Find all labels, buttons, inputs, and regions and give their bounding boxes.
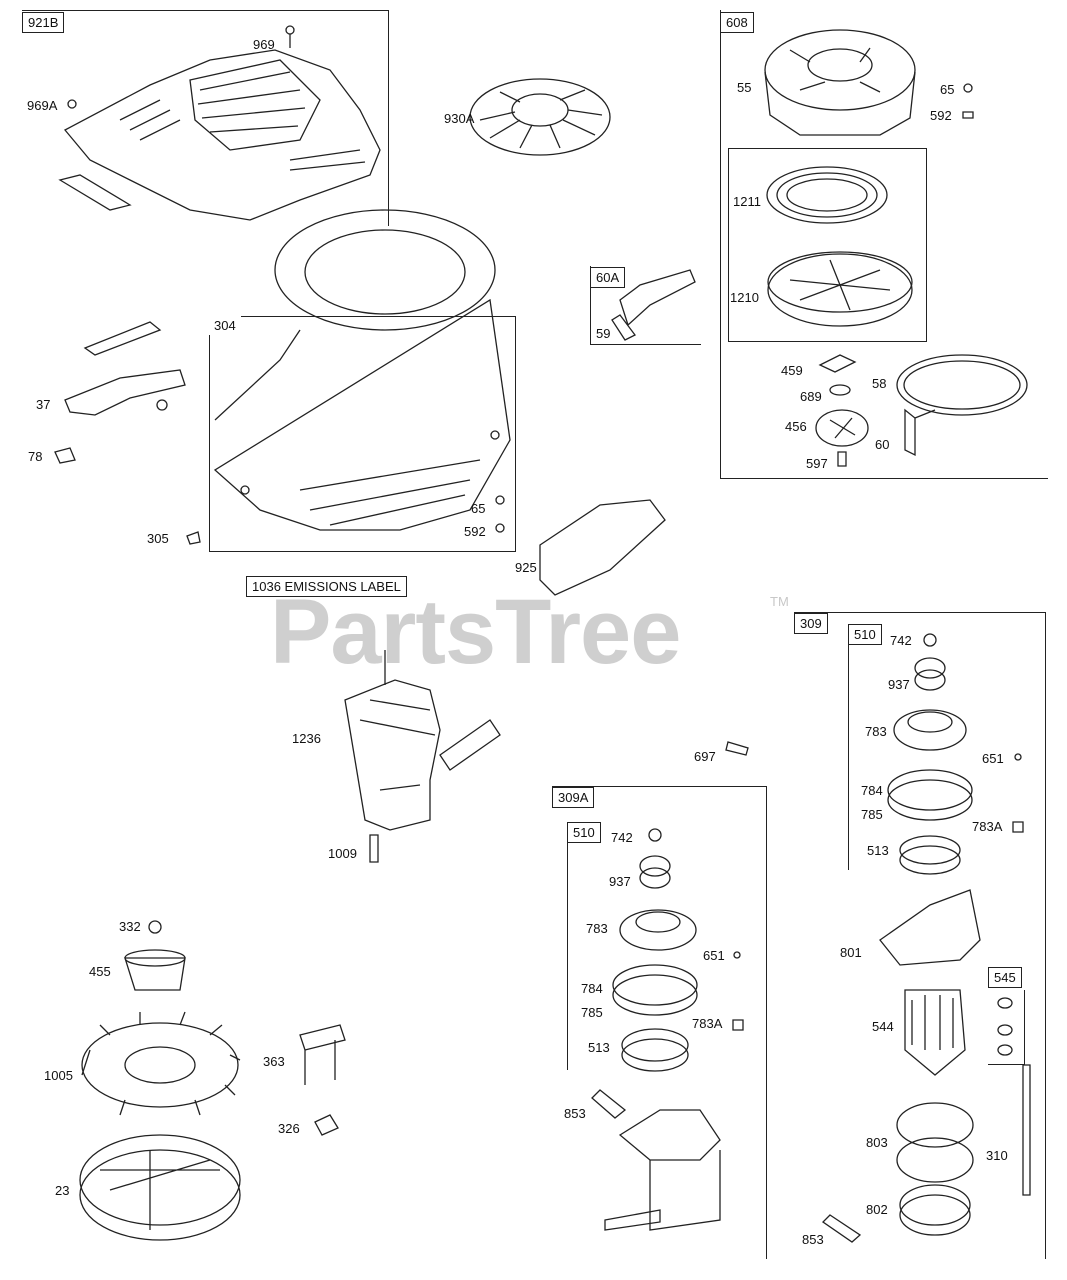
emissions-label-tag: 1036 EMISSIONS LABEL: [246, 576, 407, 597]
part-58: 58: [872, 376, 887, 391]
part-513-lower: 513: [588, 1040, 610, 1055]
partstree-watermark: PartsTree: [270, 581, 681, 683]
rewind-starter-part: [764, 29, 974, 136]
tag-60A: 60A: [590, 267, 626, 288]
part-697: 697: [694, 749, 716, 764]
part-802: 802: [866, 1202, 888, 1217]
part-332: 332: [119, 919, 141, 934]
tag-510-upper: 510: [848, 624, 882, 645]
blower-housing-part: [58, 49, 381, 221]
group-304-frame: [209, 316, 516, 552]
part-969A: 969A: [27, 98, 58, 113]
part-783-lower: 783: [586, 921, 608, 936]
part-59: 59: [596, 326, 611, 341]
group-60A-frame: [590, 266, 701, 345]
part-60: 60: [875, 437, 890, 452]
part-930A: 930A: [444, 111, 475, 126]
flywheel-assembly-part: [79, 920, 241, 1241]
part-1210: 1210: [730, 290, 759, 305]
part-363: 363: [263, 1054, 285, 1069]
part-456: 456: [785, 419, 807, 434]
part-742-lower: 742: [611, 830, 633, 845]
part-651-upper: 651: [982, 751, 1004, 766]
part-544: 544: [872, 1019, 894, 1034]
part-853-right: 853: [802, 1232, 824, 1247]
part-37: 37: [36, 397, 51, 412]
spring-pulley-frame: [728, 148, 927, 342]
group-545-frame: [988, 990, 1025, 1065]
part-651-lower: 651: [703, 948, 725, 963]
part-513-upper: 513: [867, 843, 889, 858]
part-1236: 1236: [292, 731, 321, 746]
part-592-upper: 592: [930, 108, 952, 123]
group-510b-frame: [567, 822, 569, 1070]
group-608-frame: [720, 10, 1048, 479]
ignition-assembly-part: [344, 650, 501, 831]
part-459: 459: [781, 363, 803, 378]
tag-309A: 309A: [552, 787, 595, 808]
part-783A-lower: 783A: [692, 1016, 723, 1031]
part-592-lower: 592: [464, 524, 486, 539]
part-784-upper: 784: [861, 783, 883, 798]
part-310: 310: [986, 1148, 1008, 1163]
part-937-lower: 937: [609, 874, 631, 889]
tag-510-lower: 510: [567, 822, 601, 843]
part-801: 801: [840, 945, 862, 960]
part-742-upper: 742: [890, 633, 912, 648]
blower-housing-304-part: [213, 209, 511, 531]
part-784-lower: 784: [581, 981, 603, 996]
part-326: 326: [278, 1121, 300, 1136]
part-937-upper: 937: [888, 677, 910, 692]
part-78: 78: [28, 449, 43, 464]
part-783-upper: 783: [865, 724, 887, 739]
part-305: 305: [147, 531, 169, 546]
part-969: 969: [253, 37, 275, 52]
part-689: 689: [800, 389, 822, 404]
part-65-upper: 65: [940, 82, 955, 97]
group-510a-frame: [848, 624, 850, 870]
group-309A-frame: [552, 786, 767, 1259]
starter-motor-309-part: [821, 633, 1031, 1243]
tag-608: 608: [720, 12, 754, 33]
trademark-mark: TM: [770, 594, 789, 609]
part-455: 455: [89, 964, 111, 979]
starter-motor-309A-part: [591, 828, 744, 1231]
tag-304: 304: [209, 316, 241, 335]
part-23: 23: [55, 1183, 70, 1198]
part-803: 803: [866, 1135, 888, 1150]
tag-309: 309: [794, 613, 828, 634]
part-925: 925: [515, 560, 537, 575]
tag-545: 545: [988, 967, 1022, 988]
part-1211: 1211: [733, 194, 761, 209]
rotating-screen-part: [469, 78, 611, 156]
tag-921B: 921B: [22, 12, 65, 33]
part-853-left: 853: [564, 1106, 586, 1121]
part-65-lower: 65: [471, 501, 486, 516]
group-309-frame: [794, 612, 1046, 1259]
part-783A-upper: 783A: [972, 819, 1003, 834]
group-921B-frame: [22, 10, 389, 226]
part-785-lower: 785: [581, 1005, 603, 1020]
part-1005: 1005: [44, 1068, 73, 1083]
part-785-upper: 785: [861, 807, 883, 822]
part-597: 597: [806, 456, 828, 471]
part-1009: 1009: [328, 846, 357, 861]
part-55: 55: [737, 80, 752, 95]
